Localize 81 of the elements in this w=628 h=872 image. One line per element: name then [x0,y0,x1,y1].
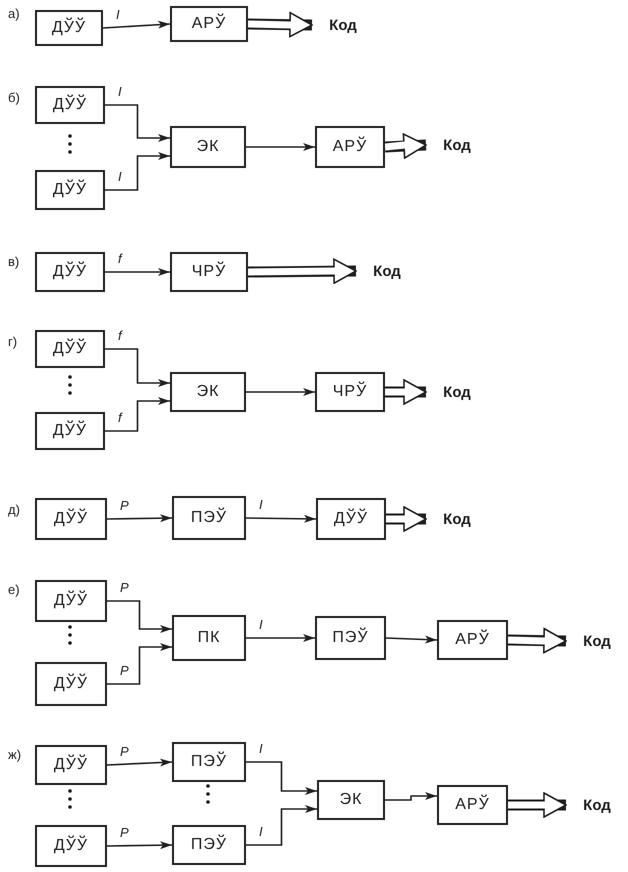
edge-label: I [258,498,264,512]
block-label: ДЎЎ [52,181,88,199]
block-box [315,616,386,660]
block-box [315,126,385,168]
edge-label: I [258,618,264,632]
block-label: ЭК [196,383,220,401]
block-label: АРЎ [192,15,226,33]
output-label: Код [583,632,611,650]
edge-label: I [117,85,123,99]
block-box [170,252,248,292]
block-box [35,86,105,124]
edge-label: I [117,170,123,184]
panel-letter: а) [8,6,20,21]
block-box [35,170,105,210]
block-label: ПК [198,629,220,647]
edge-label: f [117,252,123,266]
block-label: ДЎЎ [54,675,88,693]
output-label: Код [373,262,401,280]
block-box [170,372,246,412]
block-box [170,6,248,42]
output-label: Код [443,384,471,400]
panel-letter: г) [8,334,18,349]
output-label: Код [583,796,611,814]
block-label: ДЎЎ [54,756,88,774]
panel-letter: б) [8,90,20,105]
edge-label: I [258,825,264,839]
block-label: ДЎЎ [52,19,86,37]
edge-label: P [119,745,130,759]
panel-letter: в) [8,254,20,269]
output-label: Код [329,16,357,34]
block-label: ДЎЎ [52,340,88,358]
block-label: ПЭЎ [332,629,369,647]
block-box [172,615,246,661]
block-label: ДЎЎ [52,96,88,114]
block-box [437,785,508,825]
block-box [172,496,246,540]
edge-label: f [117,411,123,425]
block-box [172,825,246,865]
block-label: ДЎЎ [54,510,88,528]
output-label: Код [443,510,471,528]
block-box [437,620,508,660]
block-label: ДЎЎ [54,837,88,855]
block-box [35,580,107,622]
edge-label: I [258,742,264,756]
block-label: ЭК [196,138,220,156]
edge-label: P [119,664,130,678]
block-box [35,412,105,450]
block-label: ДЎЎ [52,422,88,440]
edge-label: P [119,581,130,595]
block-label: ДЎЎ [334,510,368,528]
panel-letter: е) [8,582,20,597]
block-box [315,372,385,412]
block-label: ДЎЎ [54,592,88,610]
block-box [35,662,107,706]
block-box [35,252,105,292]
edge-label: f [117,329,123,343]
block-box [172,742,246,782]
panel-letter: ж) [8,747,22,762]
block-box [35,745,107,785]
block-box [35,10,103,46]
block-box [170,126,246,168]
output-label: Код [443,136,471,154]
block-label: ПЭЎ [190,509,228,527]
panel-letter: д) [8,502,20,517]
block-label: АРЎ [455,796,490,814]
block-box [35,498,107,540]
block-label: АРЎ [455,631,490,649]
edge-label: I [115,8,121,22]
block-box [35,825,107,867]
block-label: ПЭЎ [190,836,228,854]
block-label: ПЭЎ [190,753,228,771]
edge-label: P [119,826,130,840]
block-label: АРЎ [332,138,368,156]
block-box [317,780,385,820]
block-label: ЭК [340,791,362,809]
edge-label: P [119,499,130,513]
block-label: ЧРЎ [332,383,368,401]
block-box [316,498,386,540]
block-box [35,330,105,368]
block-label: ДЎЎ [52,263,88,281]
block-label: ЧРЎ [192,263,226,281]
